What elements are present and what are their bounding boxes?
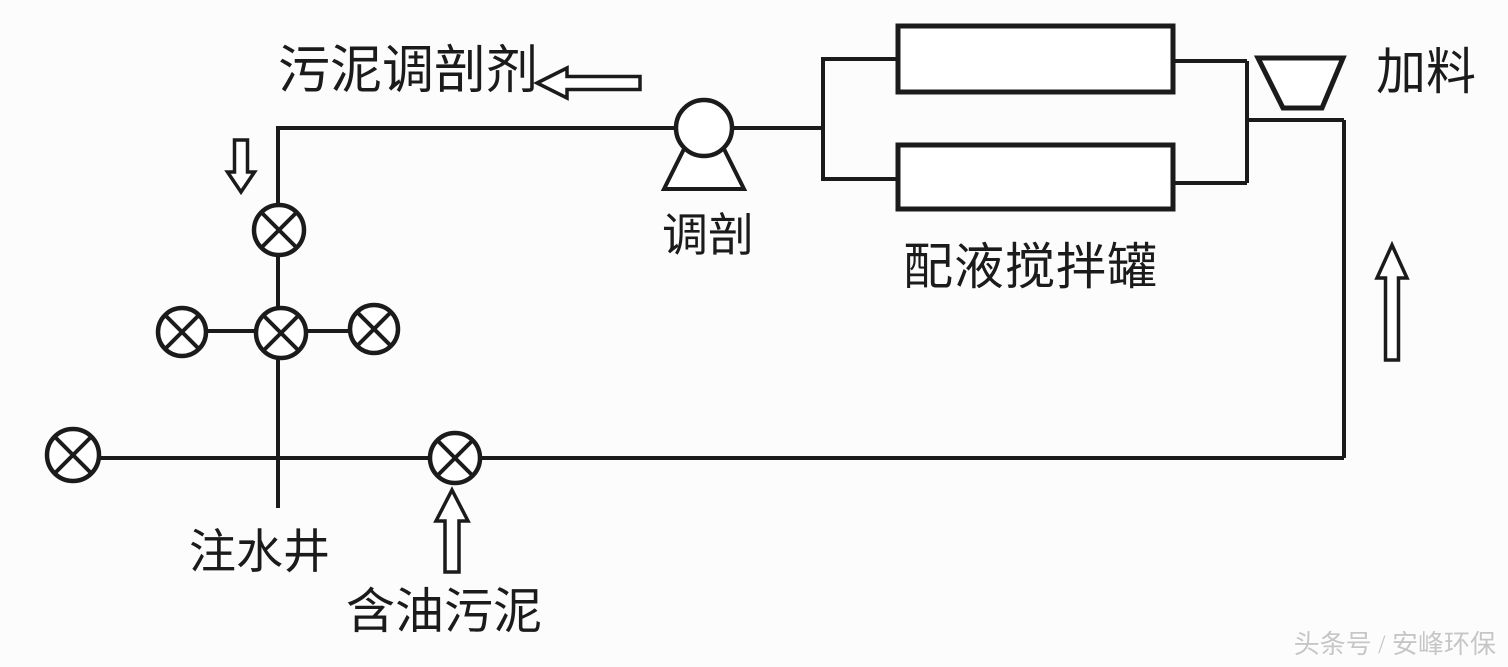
mixing-tank-bottom (895, 142, 1176, 212)
flow-arrow-down-icon (224, 138, 258, 196)
mixing-tank-top (895, 23, 1176, 95)
valve-icon (155, 305, 209, 359)
pump-icon (660, 97, 748, 191)
valve-icon (253, 305, 309, 361)
valve-icon (347, 302, 401, 356)
feed-hopper-icon (1253, 55, 1347, 111)
label-injection-well: 注水井 (189, 527, 330, 579)
flow-arrow-up-icon (433, 486, 471, 574)
valve-icon (251, 202, 307, 258)
label-pump: 调剖 (662, 210, 754, 261)
watermark: 头条号 / 安峰环保 (1293, 630, 1496, 659)
valve-icon (44, 426, 102, 484)
pump-circle (673, 97, 735, 159)
label-oily-sludge: 含油污泥 (346, 584, 543, 639)
label-sludge-agent: 污泥调剖剂 (278, 43, 539, 100)
label-feed: 加料 (1376, 44, 1476, 100)
label-mixing-tank: 配液搅拌罐 (903, 239, 1158, 295)
valve-icon (427, 430, 483, 486)
flow-arrow-up-icon (1374, 240, 1410, 362)
flow-arrow-left-icon (533, 65, 642, 101)
